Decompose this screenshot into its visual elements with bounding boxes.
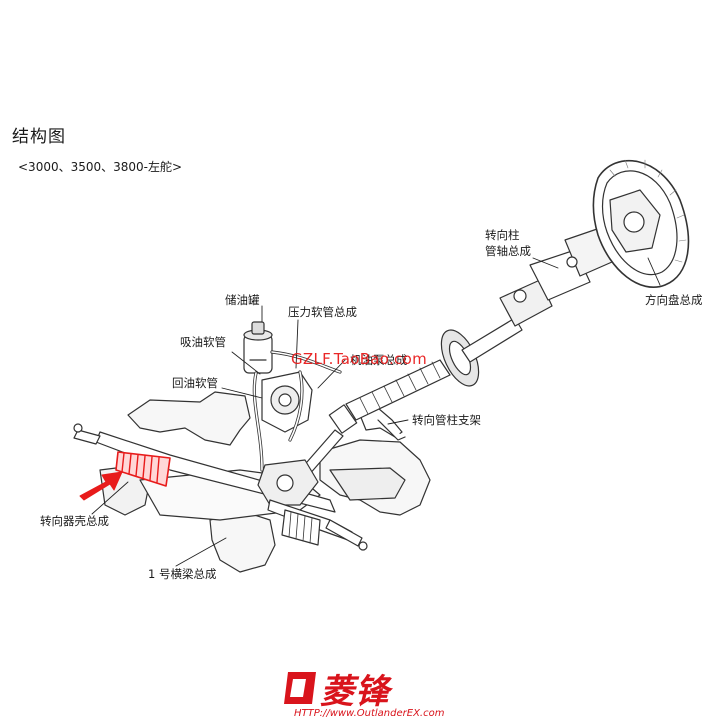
label-column-bracket: 转向管柱支架 (412, 413, 481, 427)
column-cover-ring-illustration (440, 329, 480, 387)
label-crossmember: 1 号横梁总成 (148, 567, 217, 581)
label-steering-column-shaft-line2: 管轴总成 (485, 244, 531, 258)
reservoir-illustration (243, 321, 273, 374)
steering-column-tube-illustration (345, 359, 451, 421)
logo-text: 菱锋 (320, 672, 390, 712)
watermark-text: GZLF.TaoBao.com (291, 350, 427, 368)
gear-housing-boot-highlight (115, 451, 171, 487)
page-subtitle: <3000、3500、3800-左舵> (18, 160, 183, 174)
logo: 菱锋 HTTP://www.OutlanderEX.com (282, 664, 445, 722)
label-steering-column-shaft-line1: 转向柱 (485, 228, 520, 242)
label-suction-hose: 吸油软管 (180, 335, 226, 349)
page-title: 结构图 (12, 127, 66, 147)
label-reservoir: 储油罐 (225, 293, 260, 307)
steering-wheel-illustration (592, 159, 690, 288)
label-pressure-hose: 压力软管总成 (288, 305, 357, 319)
label-steering-wheel: 方向盘总成 (645, 293, 703, 307)
label-return-hose: 回油软管 (172, 376, 218, 390)
leader-lines (91, 257, 661, 567)
label-pump: 机油泵总成 (350, 353, 408, 367)
label-gear-housing: 转向器壳总成 (40, 514, 109, 528)
pump-illustration (261, 371, 313, 433)
column-bracket-illustration (359, 407, 406, 441)
logo-mark (284, 672, 316, 704)
highlight-arrow (79, 471, 123, 501)
logo-url: HTTP://www.OutlanderEX.com (294, 708, 445, 719)
tie-rod-ends-illustration (73, 423, 368, 551)
right-rack-boot-illustration (281, 509, 321, 546)
crossmember-illustration (99, 391, 431, 573)
